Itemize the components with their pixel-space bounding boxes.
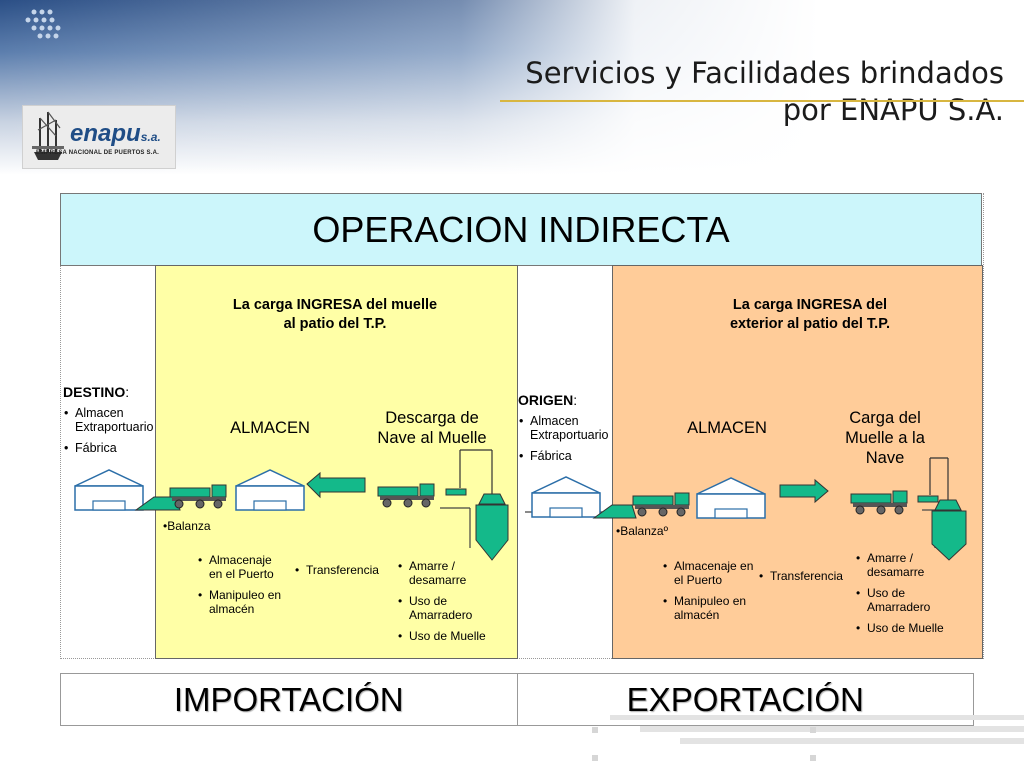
logo-subtitle: EMPRESA NACIONAL DE PUERTOS S.A.: [36, 150, 159, 156]
import-almacen-label: ALMACEN: [230, 419, 310, 437]
import-transfer-services: Transferencia: [294, 563, 394, 584]
title-line-1: Servicios y Facilidades brindados: [525, 56, 1004, 90]
list-item: Uso de Muelle: [855, 621, 945, 635]
list-item: Transferencia: [758, 569, 858, 583]
list-item: Uso de Amarradero: [855, 586, 945, 614]
list-item: Almacen Extraportuario: [63, 406, 173, 434]
operation-title: OPERACION INDIRECTA: [60, 193, 982, 266]
list-item: Manipuleo en almacén: [197, 588, 287, 616]
import-almacen-services: Almacenaje en el Puerto Manipuleo en alm…: [197, 553, 287, 623]
logo-suffix: s.a.: [140, 130, 161, 144]
divider: [516, 674, 518, 725]
import-panel-heading: La carga INGRESA del muelle al patio del…: [232, 297, 438, 332]
list-item: Amarre / desamarre: [397, 559, 487, 587]
export-muelle-services: Amarre / desamarre Uso de Amarradero Uso…: [855, 551, 945, 642]
destino-list: Almacen Extraportuario Fábrica: [63, 406, 173, 455]
list-item: Almacenaje en el Puerto: [662, 559, 757, 587]
origen-label: ORIGEN: [518, 392, 574, 408]
import-process-label: Descarga de Nave al Muelle: [377, 409, 487, 447]
import-balanza-label: •Balanza: [163, 519, 211, 533]
list-item: Uso de Amarradero: [397, 594, 487, 622]
origen-colon: :: [573, 392, 578, 408]
operation-type-row: IMPORTACIÓN EXPORTACIÓN: [60, 673, 974, 726]
export-balanza-label: •Balanzaº: [616, 524, 668, 538]
destino-label: DESTINO: [63, 384, 126, 400]
import-muelle-services: Amarre / desamarre Uso de Amarradero Uso…: [397, 559, 487, 650]
bottom-decoration: [592, 715, 1024, 761]
export-panel-heading: La carga INGRESA del exterior al patio d…: [729, 297, 891, 332]
export-almacen-services: Almacenaje en el Puerto Manipuleo en alm…: [662, 559, 757, 629]
title-underline: [500, 100, 1024, 102]
export-transfer-services: Transferencia: [758, 569, 858, 590]
list-item: Amarre / desamarre: [855, 551, 945, 579]
list-item: Almacen Extraportuario: [518, 414, 618, 442]
title-line-2: por ENAPU S.A.: [782, 93, 1004, 127]
list-item: Almacenaje en el Puerto: [197, 553, 287, 581]
list-item: Fábrica: [63, 441, 173, 455]
origen-list: Almacen Extraportuario Fábrica: [518, 414, 618, 463]
export-almacen-label: ALMACEN: [687, 419, 767, 437]
export-process-label: Carga del Muelle a la Nave: [845, 409, 925, 467]
destino-colon: :: [125, 384, 130, 400]
logo-name: enapu: [70, 120, 141, 147]
origen-block: ORIGEN: Almacen Extraportuario Fábrica: [518, 392, 618, 470]
list-item: Uso de Muelle: [397, 629, 487, 643]
slide-title: Servicios y Facilidades brindados por EN…: [525, 55, 1004, 129]
list-item: Manipuleo en almacén: [662, 594, 757, 622]
exportacion-label: EXPORTACIÓN: [626, 680, 864, 718]
destino-block: DESTINO: Almacen Extraportuario Fábrica: [63, 384, 173, 462]
ship-emblem-icon: [32, 111, 64, 160]
decorative-dots-icon: [25, 9, 61, 39]
list-item: Transferencia: [294, 563, 394, 577]
logo-wordmark: enapus.a.: [70, 120, 161, 148]
list-item: Fábrica: [518, 449, 618, 463]
importacion-label: IMPORTACIÓN: [173, 680, 404, 718]
